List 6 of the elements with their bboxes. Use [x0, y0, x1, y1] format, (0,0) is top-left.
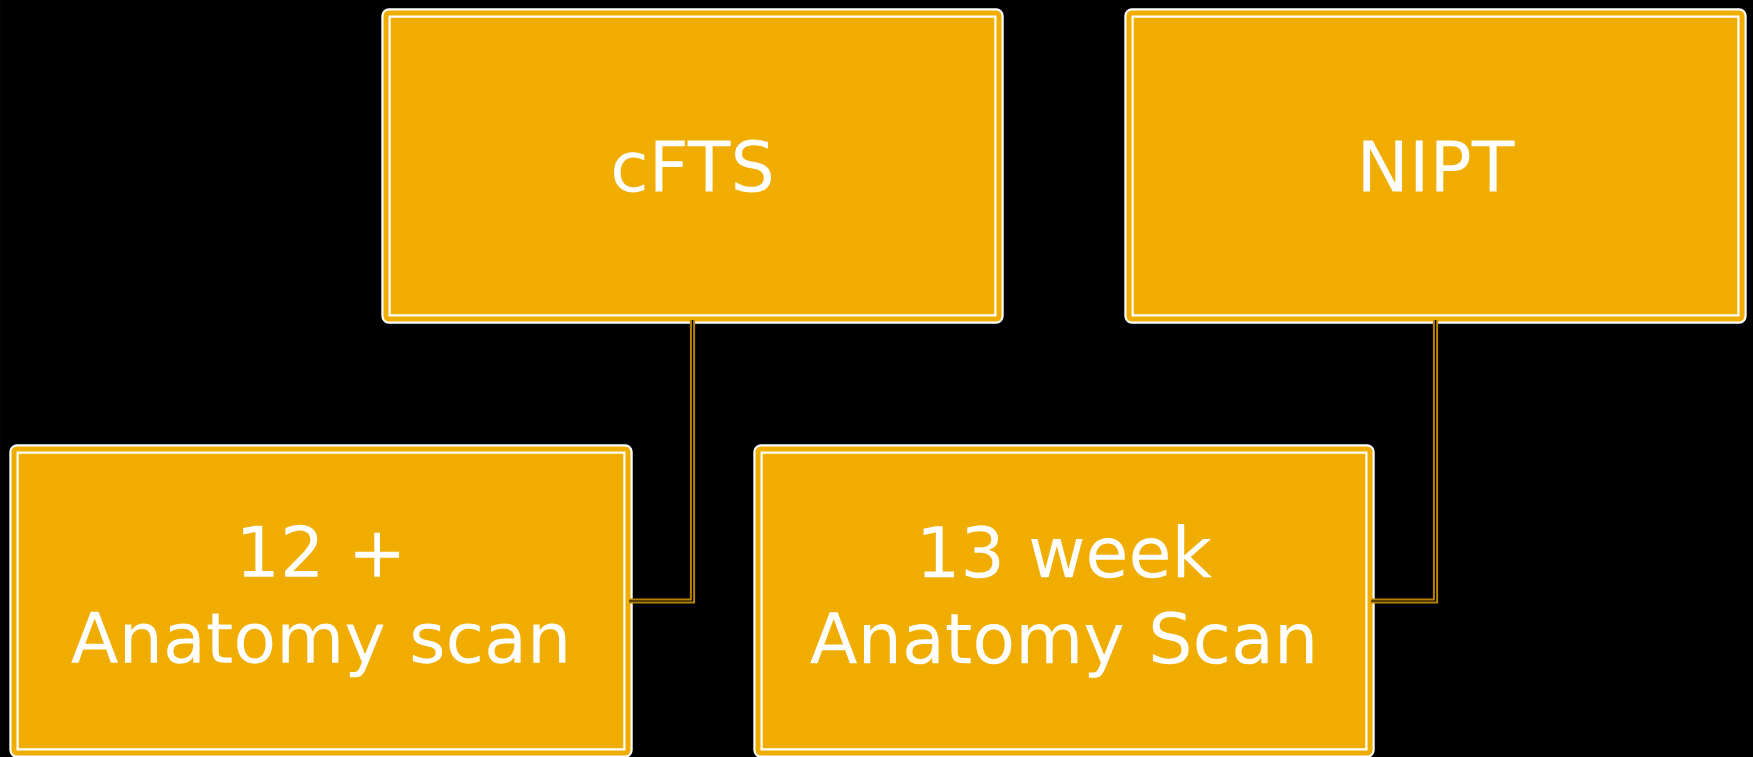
process-box: 13 week Anatomy Scan [753, 444, 1375, 757]
process-box: NIPT [1124, 8, 1747, 324]
process-box: cFTS [381, 8, 1004, 324]
process-box: 12 + Anatomy scan [9, 444, 633, 757]
connector-line [1370, 319, 1439, 604]
connector-line [628, 319, 696, 604]
